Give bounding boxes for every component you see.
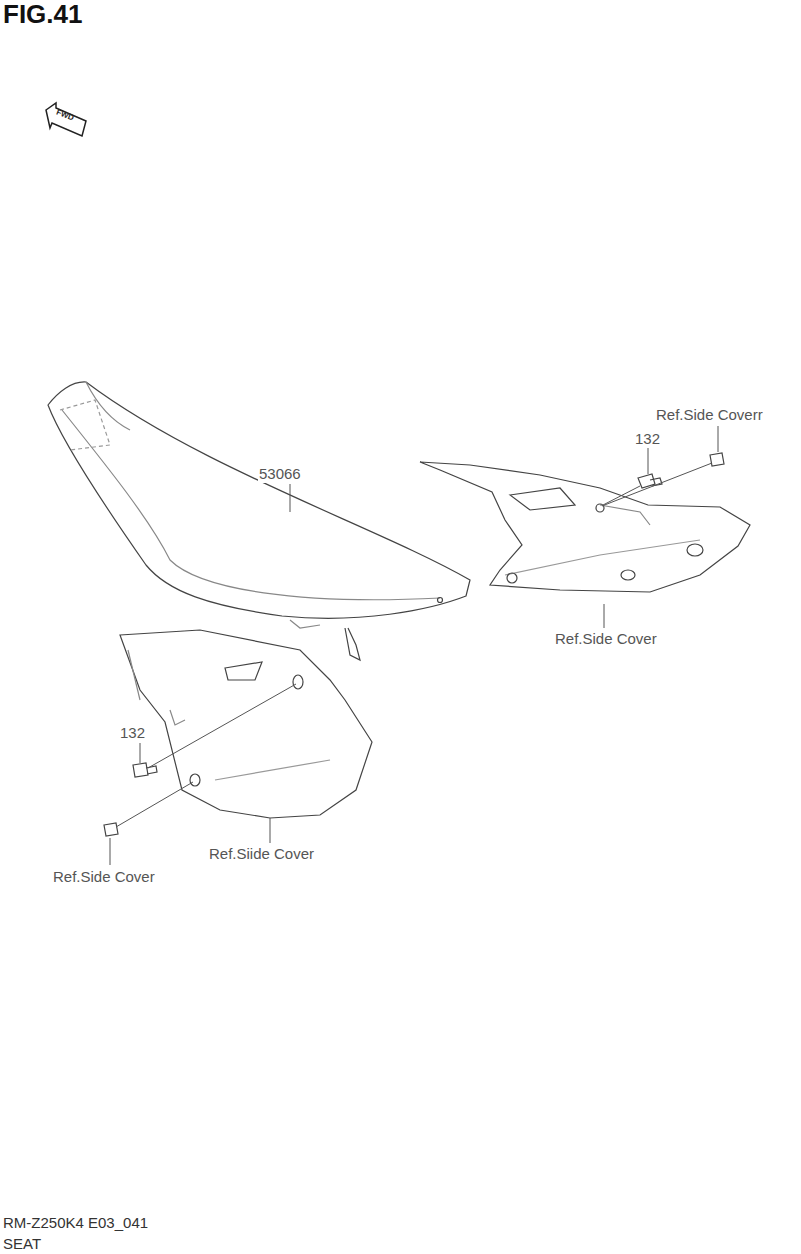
section-name: SEAT [2,1236,42,1253]
reference-label: Ref.Side Cover [554,631,658,648]
reference-label: Ref.Siide Cover [208,846,315,863]
reference-label: Ref.Side Cover [52,869,156,886]
diagram-code: RM-Z250K4 E03_041 [2,1215,149,1232]
reference-label: Ref.Side Coverr [655,407,764,424]
forward-arrow [46,103,86,136]
figure-title: FIG.41 [2,0,83,29]
callout-number: 132 [634,431,661,448]
bolts [104,453,724,836]
right-side-cover [420,462,750,592]
seat [48,382,470,660]
part-number: 53066 [258,466,302,483]
left-side-cover [120,630,372,818]
leader-lines [110,426,718,865]
callout-number: 132 [119,725,146,742]
